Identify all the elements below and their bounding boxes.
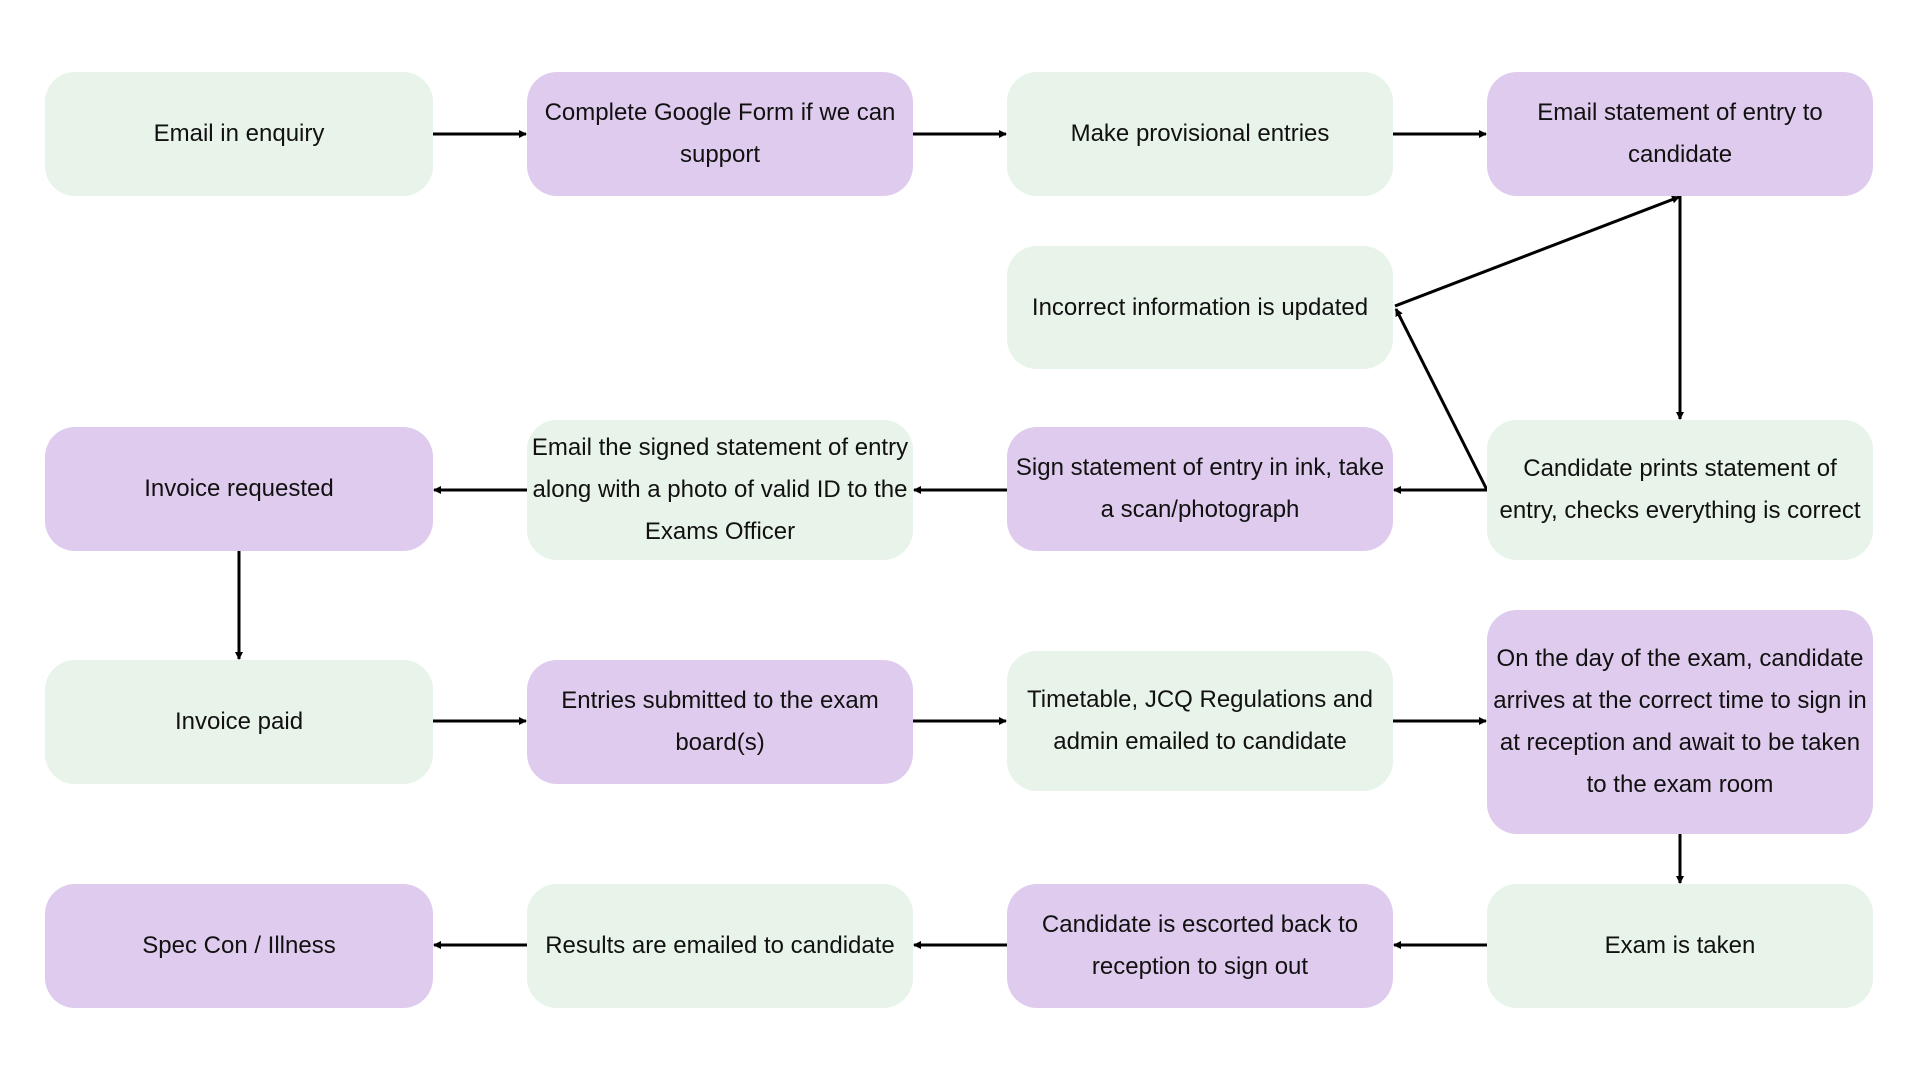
step-exam-taken: Exam is taken	[1487, 884, 1873, 1008]
step-invoice-requested: Invoice requested	[45, 427, 433, 551]
step-email-statement: Email statement of entry to candidate	[1487, 72, 1873, 196]
step-email-signed-statement: Email the signed statement of entry alon…	[527, 420, 913, 560]
step-results-emailed: Results are emailed to candidate	[527, 884, 913, 1008]
step-invoice-paid: Invoice paid	[45, 660, 433, 784]
step-exam-day-arrival: On the day of the exam, candidate arrive…	[1487, 610, 1873, 834]
step-google-form: Complete Google Form if we can support	[527, 72, 913, 196]
step-sign-statement: Sign statement of entry in ink, take a s…	[1007, 427, 1393, 551]
arrow	[1394, 195, 1680, 308]
arrow	[1394, 308, 1489, 491]
step-provisional-entries: Make provisional entries	[1007, 72, 1393, 196]
step-candidate-prints: Candidate prints statement of entry, che…	[1487, 420, 1873, 560]
step-spec-con-illness: Spec Con / Illness	[45, 884, 433, 1008]
step-timetable-emailed: Timetable, JCQ Regulations and admin ema…	[1007, 651, 1393, 791]
step-email-enquiry: Email in enquiry	[45, 72, 433, 196]
step-escorted-back: Candidate is escorted back to reception …	[1007, 884, 1393, 1008]
step-incorrect-info: Incorrect information is updated	[1007, 246, 1393, 369]
step-entries-submitted: Entries submitted to the exam board(s)	[527, 660, 913, 784]
